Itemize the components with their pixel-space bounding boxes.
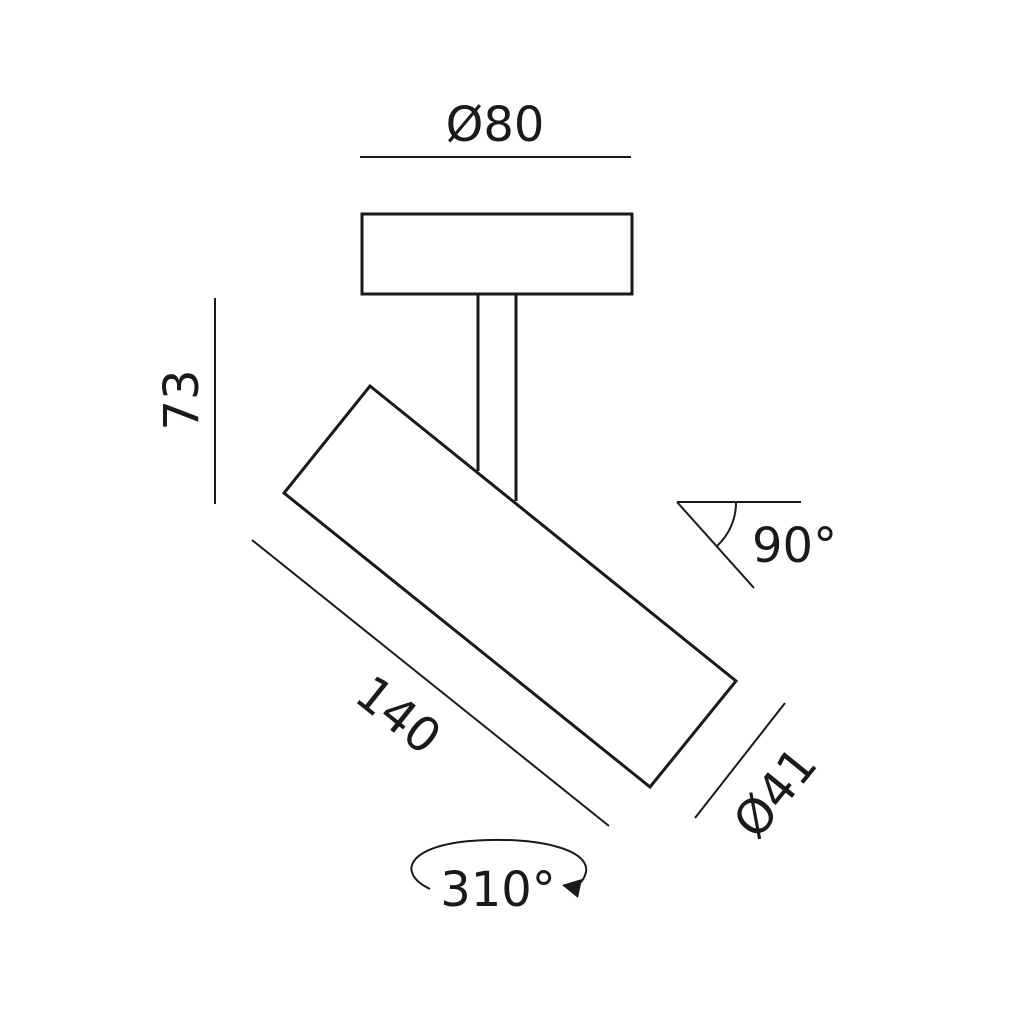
base-diameter-label: Ø80 [446, 97, 545, 153]
rotation-arrowhead-icon [562, 879, 582, 898]
length-dimension: 140 [251, 539, 610, 827]
base-diameter-dimension: Ø80 [360, 97, 631, 158]
length-label: 140 [345, 665, 452, 766]
length-line [251, 539, 610, 827]
rotation-angle-symbol: 310° [410, 839, 588, 918]
tilt-angle-symbol: 90° [676, 501, 837, 589]
rotation-arc [410, 839, 588, 890]
height-dimension: 73 [154, 298, 216, 504]
rotation-angle-label: 310° [440, 862, 556, 918]
tilt-diagonal-line [676, 501, 755, 589]
head-diameter-label: Ø41 [723, 737, 829, 849]
spotlight-head [281, 383, 739, 790]
tilt-angle-label: 90° [752, 518, 837, 574]
head-diameter-line [694, 702, 786, 819]
tilt-arc [716, 501, 738, 547]
height-label: 73 [154, 369, 210, 430]
ceiling-base [360, 212, 634, 296]
stem [476, 294, 518, 501]
head-diameter-dimension: Ø41 [694, 702, 829, 849]
